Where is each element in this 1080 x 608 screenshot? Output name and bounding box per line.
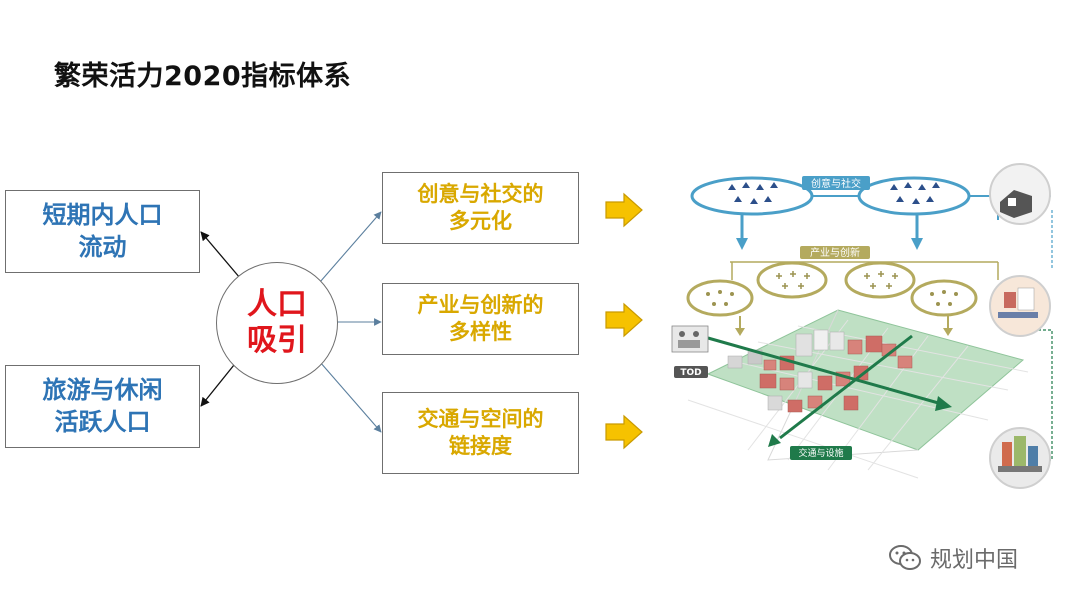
box-industry-innovation: 产业与创新的 多样性	[382, 283, 579, 355]
city-illustration: 创意与社交 产业与创新	[671, 163, 1053, 489]
watermark-text: 规划中国	[930, 548, 1019, 573]
side-thumbnails	[989, 163, 1053, 489]
connector-to-short-term	[200, 231, 241, 279]
center-line1: 人口	[247, 287, 307, 322]
watermark: 规划中国	[888, 542, 1018, 574]
tod-icon: TOD	[671, 325, 709, 378]
creative-bubbles: 创意与社交	[690, 176, 999, 250]
box-transport-space: 交通与空间的 链接度	[382, 392, 579, 474]
illus-label-transport: 交通与设施	[798, 447, 843, 459]
center-line2: 吸引	[247, 323, 307, 358]
illus-label-industry: 产业与创新	[810, 246, 860, 259]
city-grid: TOD 交通与设施	[671, 309, 1029, 479]
arrow-right-icon	[605, 192, 643, 228]
box-tourism-line1: 旅游与休闲	[42, 376, 163, 405]
box-creative-social: 创意与社交的 多元化	[382, 172, 579, 244]
box-creative-line2: 多元化	[449, 209, 512, 233]
connector-to-transport	[319, 361, 382, 433]
box-industry-line1: 产业与创新的	[417, 292, 544, 317]
illus-label-creative: 创意与社交	[811, 177, 861, 190]
box-tourism-leisure: 旅游与休闲 活跃人口	[5, 365, 200, 448]
wechat-icon	[889, 545, 921, 570]
connector-to-creative	[319, 211, 382, 283]
box-creative-line1: 创意与社交的	[417, 181, 544, 206]
box-short-term-flow: 短期内人口 流动	[5, 190, 200, 273]
box-industry-line2: 多样性	[449, 320, 512, 344]
box-transport-line1: 交通与空间的	[417, 406, 544, 431]
box-transport-line2: 链接度	[449, 434, 512, 458]
arrow-right-icon	[605, 414, 643, 450]
illus-label-tod: TOD	[680, 368, 701, 378]
page-title: 繁荣活力2020指标体系	[54, 61, 352, 92]
connector-to-tourism	[200, 359, 239, 407]
box-short-term-line2: 流动	[78, 232, 127, 261]
industry-bubbles: 产业与创新	[686, 246, 999, 336]
box-tourism-line2: 活跃人口	[54, 407, 151, 436]
box-short-term-line1: 短期内人口	[42, 201, 163, 230]
center-circle-population: 人口 吸引	[216, 262, 338, 384]
arrow-right-icon	[605, 302, 643, 338]
